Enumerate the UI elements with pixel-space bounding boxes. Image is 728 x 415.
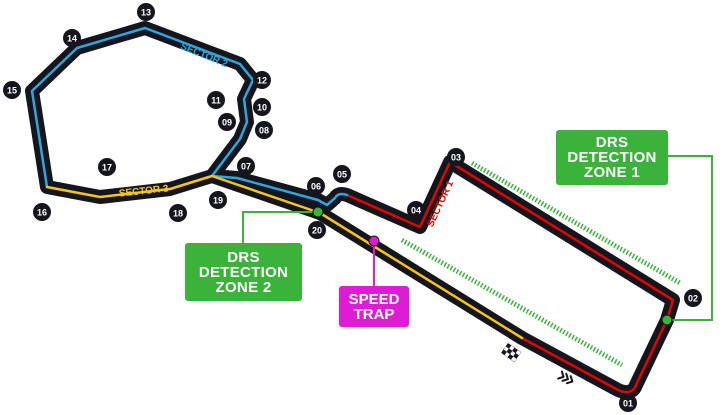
turn-label-20: 20 [312, 226, 322, 236]
sector-3-line [45, 174, 524, 340]
drs-detection-point-2 [312, 206, 324, 218]
turn-label-19: 19 [213, 196, 223, 206]
sector-3-label: SECTOR 3 [118, 183, 169, 199]
turn-label-02: 02 [688, 294, 698, 304]
drs-zone-1-line-1: DRS [595, 134, 629, 151]
speed-trap-line-2: TRAP [353, 305, 395, 323]
turn-marker-08 [255, 121, 273, 139]
turn-label-18: 18 [173, 209, 183, 219]
turn-marker-20 [308, 221, 326, 239]
speed-trap-box: SPEED TRAP [339, 286, 409, 327]
turn-marker-07 [237, 157, 255, 175]
turn-label-01: 01 [623, 399, 633, 409]
drs-zone-2-line-1: DRS [227, 248, 260, 266]
sector-1-line [345, 160, 675, 394]
chequered-flag-icon [501, 343, 522, 363]
drs-detection-zone-2-box: DRS DETECTION ZONE 2 [185, 243, 302, 301]
turn-marker-13 [137, 3, 155, 21]
turn-marker-01 [619, 394, 637, 412]
turn-label-04: 04 [411, 206, 421, 216]
turn-label-16: 16 [37, 208, 47, 218]
turn-label-03: 03 [451, 153, 461, 163]
turn-marker-02 [684, 289, 702, 307]
turn-marker-15 [3, 81, 21, 99]
turn-label-10: 10 [257, 103, 267, 113]
drs-zone-1-line-3: ZONE 1 [584, 164, 640, 181]
drs-zone-1-line-2: DETECTION [567, 149, 657, 166]
direction-chevrons-icon [557, 370, 574, 385]
drs-detection-zone-1-box: DRS DETECTION ZONE 1 [556, 130, 668, 185]
turn-label-17: 17 [102, 163, 112, 173]
drs-zone-2-connector [242, 211, 318, 243]
turn-marker-06 [307, 177, 325, 195]
turn-marker-16 [33, 203, 51, 221]
turn-label-05: 05 [337, 170, 347, 180]
turn-label-06: 06 [311, 182, 321, 192]
turn-label-12: 12 [257, 76, 267, 86]
turn-label-07: 07 [241, 162, 251, 172]
turn-label-08: 08 [259, 126, 269, 136]
turn-label-09: 09 [222, 118, 232, 128]
turn-label-15: 15 [7, 86, 17, 96]
drs-zone-2-line-3: ZONE 2 [215, 278, 272, 296]
turn-marker-17 [98, 158, 116, 176]
turn-label-11: 11 [211, 96, 221, 106]
turn-marker-05 [333, 165, 351, 183]
turn-marker-14 [63, 29, 81, 47]
turn-label-14: 14 [67, 34, 77, 44]
turn-marker-09 [218, 113, 236, 131]
drs-detection-point-1 [661, 314, 673, 326]
speed-trap-point [368, 235, 380, 247]
turn-marker-10 [253, 98, 271, 116]
drs-zone-2-line-2: DETECTION [198, 263, 289, 281]
sector-2-line [30, 26, 349, 207]
turn-label-13: 13 [141, 8, 151, 18]
speed-trap-line-1: SPEED [348, 290, 400, 308]
turn-marker-12 [253, 71, 271, 89]
turn-marker-04 [407, 201, 425, 219]
turn-marker-11 [207, 91, 225, 109]
drs-zone-back-straight [400, 237, 624, 368]
drs-zone-main-straight [470, 160, 682, 286]
turn-marker-03 [447, 148, 465, 166]
turn-marker-19 [209, 191, 227, 209]
drs-zone-1-connector [667, 155, 713, 321]
turn-marker-18 [169, 204, 187, 222]
